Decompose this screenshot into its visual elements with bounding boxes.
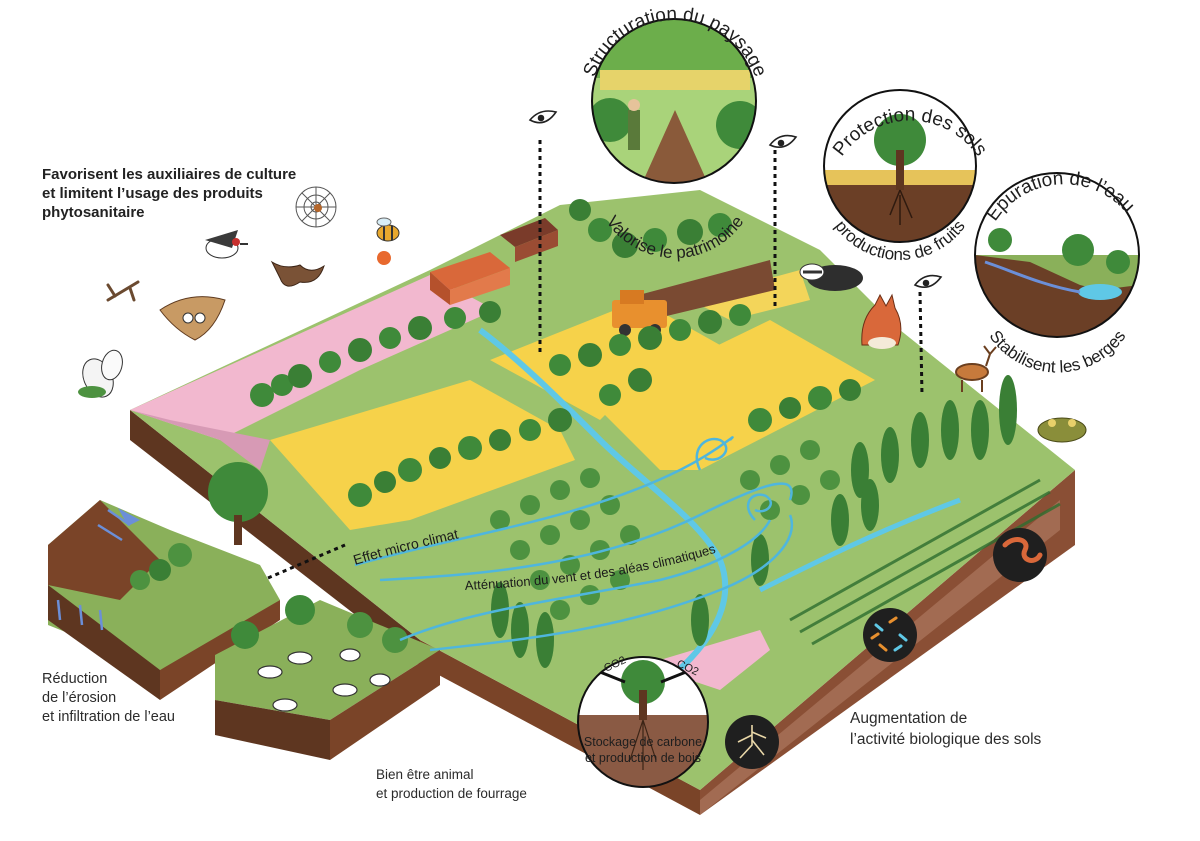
- stockage-line2: et production de bois: [585, 751, 701, 765]
- erosion-text: Réduction de l’érosion et infiltration d…: [42, 670, 175, 727]
- auxiliaires-line3: phytosanitaire: [42, 204, 145, 221]
- circle-structuration: Structuration du paysage Valorise le pat…: [579, 4, 770, 262]
- bien-etre-line2: et production de fourrage: [376, 786, 527, 801]
- activite-line2: l’activité biologique des sols: [850, 731, 1042, 748]
- auxiliaires-line1: Favorisent les auxiliaires de culture: [42, 166, 297, 183]
- erosion-block: [48, 462, 280, 700]
- erosion-line2: de l’érosion: [42, 690, 117, 706]
- spider-web-icon: [295, 186, 337, 228]
- farmer: [628, 110, 640, 150]
- circle-epuration: Epuration de l’eau Stabilisent les berge…: [974, 168, 1140, 377]
- river: [478, 327, 729, 703]
- wheat-field-right: [595, 320, 875, 470]
- pasture-block: [215, 595, 440, 760]
- activite-line1: Augmentation de: [850, 710, 968, 727]
- roots-icon: [725, 715, 779, 769]
- pink-meadow: [130, 275, 495, 440]
- cow-icon: [257, 648, 391, 712]
- woodpecker-icon: [205, 230, 248, 259]
- butterfly-icon: [78, 349, 123, 398]
- bien-etre-text: Bien être animal et production de fourra…: [376, 765, 527, 803]
- bien-etre-line1: Bien être animal: [376, 767, 474, 782]
- owl-icon: [159, 296, 226, 341]
- bee-icon: [376, 217, 400, 265]
- microorganisms-icon: [863, 608, 917, 662]
- auxiliaires-text: Favorisent les auxiliaires de culture et…: [42, 165, 296, 222]
- hedgerow-trees: [250, 199, 861, 507]
- wheat-field-left: [270, 380, 575, 530]
- circle-stockage: CO2 CO2 Stockage de carbone et productio…: [577, 654, 709, 788]
- deer-icon: [955, 345, 997, 392]
- frog-icon: [1037, 417, 1087, 443]
- circle-protection: Protection des sols productions de fruit…: [823, 89, 991, 264]
- worm-icon: [993, 528, 1047, 582]
- stick-insect-icon: [106, 280, 140, 302]
- eye-icon: [528, 110, 943, 288]
- wind-swirls: [354, 436, 794, 652]
- badger-icon: [799, 263, 863, 291]
- activite-text: Augmentation de l’activité biologique de…: [850, 708, 1041, 750]
- connector-lines: [267, 140, 924, 580]
- erosion-line3: et infiltration de l’eau: [42, 709, 175, 725]
- farm-buildings: [430, 218, 558, 305]
- fox-icon: [861, 293, 902, 349]
- auxiliaires-line2: et limitent l’usage des produits: [42, 185, 263, 202]
- bat-icon: [270, 260, 325, 287]
- erosion-line1: Réduction: [42, 671, 108, 687]
- stockage-line1: Stockage de carbone: [584, 735, 702, 749]
